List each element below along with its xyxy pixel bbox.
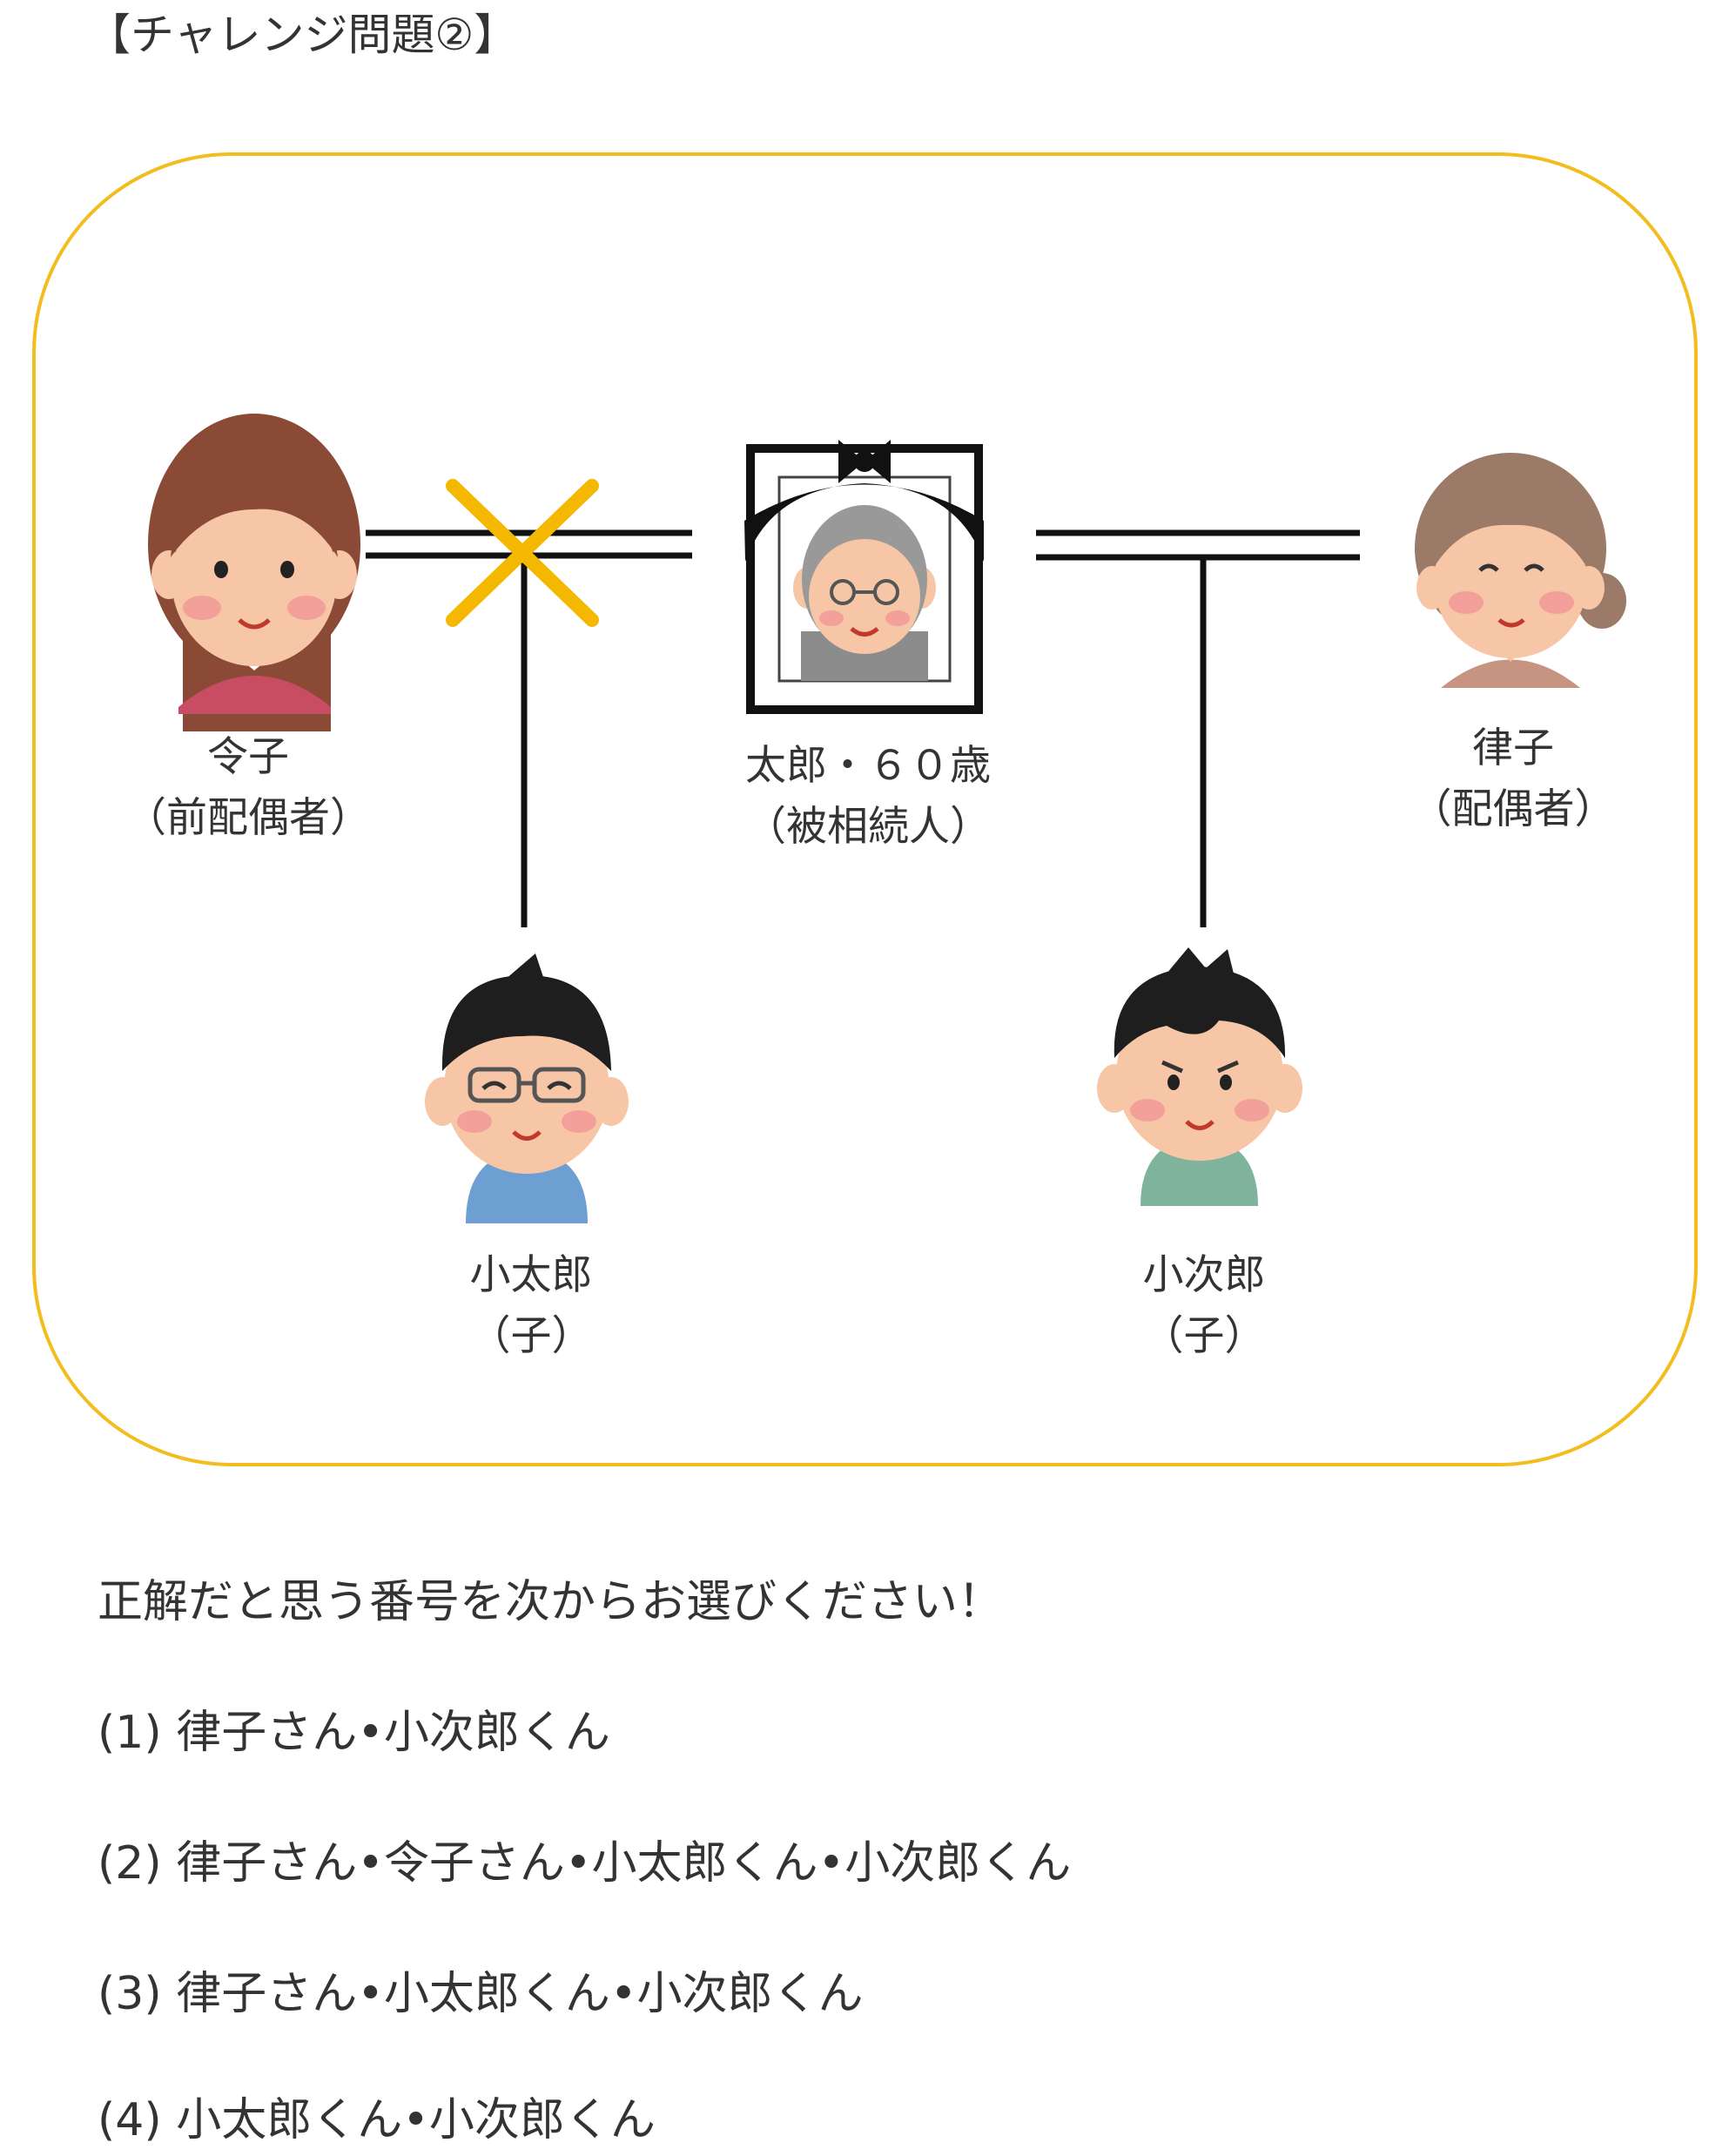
spouse-label: 律子 （配偶者） [1411, 718, 1616, 840]
child2-name: 小次郎 [1142, 1251, 1266, 1299]
spouse-role: （配偶者） [1410, 785, 1616, 833]
child2-role: （子） [1142, 1312, 1266, 1360]
answer-option-4: (4) 小太郎くん•小次郎くん [98, 2094, 656, 2146]
question-text: 正解だと思う番号を次からお選びください！ [98, 1576, 1004, 1628]
child1-label: 小太郎 （子） [470, 1245, 593, 1367]
family-diagram-frame [32, 152, 1698, 1466]
former-spouse-name: 令子 [207, 733, 289, 781]
spouse-illustration [1415, 453, 1626, 688]
divorce-cross-icon [446, 479, 599, 627]
marriage-line-current [1036, 529, 1360, 561]
deceased-label: 太郎・６０歳 （被相続人） [745, 736, 991, 858]
answer-option-1: (1) 律子さん•小次郎くん [98, 1707, 610, 1759]
child1-role: （子） [469, 1312, 593, 1360]
answer-option-2: (2) 律子さん•令子さん•小太郎くん•小次郎くん [98, 1837, 1072, 1890]
deceased-name: 太郎・６０歳 [745, 742, 991, 790]
deceased-portrait-icon [744, 440, 984, 714]
child1-name: 小太郎 [469, 1251, 593, 1299]
answer-option-3: (3) 律子さん•小太郎くん•小次郎くん [98, 1968, 864, 2020]
spouse-name: 律子 [1472, 724, 1554, 772]
family-tree-diagram [148, 414, 1626, 1223]
former-spouse-label: 令子 （前配偶者） [125, 727, 371, 849]
child1-illustration [425, 953, 629, 1223]
child2-illustration [1097, 947, 1302, 1206]
former-spouse-role: （前配偶者） [125, 794, 371, 842]
page-title: 【チャレンジ問題②】 [87, 10, 518, 60]
child2-label: 小次郎 （子） [1143, 1245, 1266, 1367]
deceased-role: （被相続人） [745, 803, 991, 851]
former-spouse-illustration [148, 414, 360, 731]
